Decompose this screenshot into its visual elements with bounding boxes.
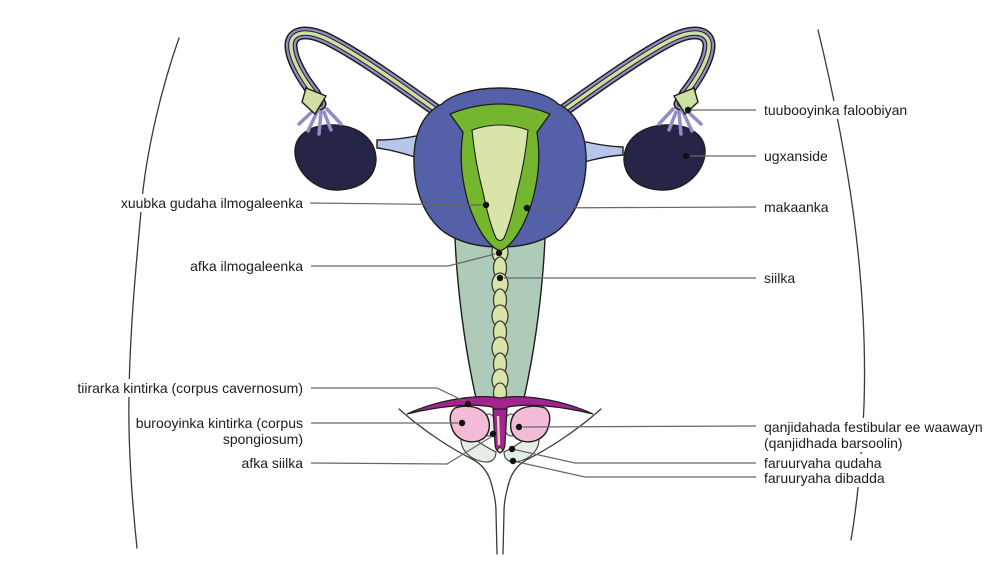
tube-funnel-right [672, 87, 699, 116]
cleft-line-left [491, 485, 498, 555]
marker-ovary [682, 152, 690, 160]
marker-endometrium [482, 201, 490, 209]
groin-contour-left [398, 408, 493, 487]
leader-labia-inner [511, 448, 756, 464]
label-ovary: ugxanside [761, 147, 831, 165]
label-fallopian-tube: tuubooyinka faloobiyan [761, 101, 911, 119]
cleft-line-right [502, 485, 509, 555]
tube-funnel-left [301, 87, 328, 116]
label-labia-inner: faruuryaha gudaha [761, 454, 885, 472]
marker-clitoris-crura [464, 400, 472, 408]
label-clitoris-bulbs: burooyinka kintirka (corpus spongiosum) [132, 414, 306, 448]
body-contour-left [128, 37, 180, 549]
label-vagina: siilka [761, 269, 799, 287]
vestibular-bulb-left [449, 405, 490, 443]
label-clitoris-crura: tiirarka kintirka (corpus cavernosum) [74, 379, 306, 397]
leader-vestibular-glands [522, 425, 757, 428]
label-cervix-opening: afka ilmogaleenka [187, 257, 306, 275]
urethral-opening [497, 447, 503, 453]
fallopian-tube-right [546, 26, 716, 125]
marker-labia-inner [508, 445, 516, 453]
leader-cervix-opening [311, 253, 496, 267]
marker-vaginal-opening [489, 430, 497, 438]
label-vestibular-glands: qanjidahada festibular ee waawayn (qanji… [761, 418, 986, 452]
vestibular-bulb-right [510, 405, 551, 443]
leader-uterus [530, 206, 757, 209]
marker-vestibular-glands [515, 423, 523, 431]
marker-cervix-opening [495, 249, 503, 257]
leader-clitoris-crura [311, 387, 467, 403]
marker-clitoris-bulbs [458, 419, 466, 427]
marker-vagina [496, 274, 504, 282]
leader-endometrium [309, 202, 483, 206]
marker-fallopian-tube [684, 106, 692, 114]
leader-labia-outer [512, 460, 756, 478]
marker-dots [458, 106, 692, 465]
groin-contour-right [507, 408, 602, 487]
uterine-cavity [471, 124, 529, 242]
label-uterus: makaanka [761, 198, 832, 216]
ovary-right [623, 124, 706, 191]
marker-labia-outer [509, 457, 517, 465]
fallopian-tube-left [284, 26, 454, 125]
label-labia-outer: faruuryaha dibadda [761, 469, 888, 487]
clitoris-stem [492, 408, 508, 454]
ovary-left [294, 124, 377, 191]
leader-vaginal-opening [310, 436, 492, 465]
leader-lines [309, 109, 757, 478]
clitoris-crura-wing [406, 396, 594, 415]
stem-canal-sliver [496, 415, 501, 446]
marker-uterus [523, 204, 531, 212]
vaginal-canal [491, 240, 509, 404]
label-vaginal-opening: afka siilka [238, 454, 306, 472]
label-endometrium: xuubka gudaha ilmogaleenka [117, 194, 306, 212]
